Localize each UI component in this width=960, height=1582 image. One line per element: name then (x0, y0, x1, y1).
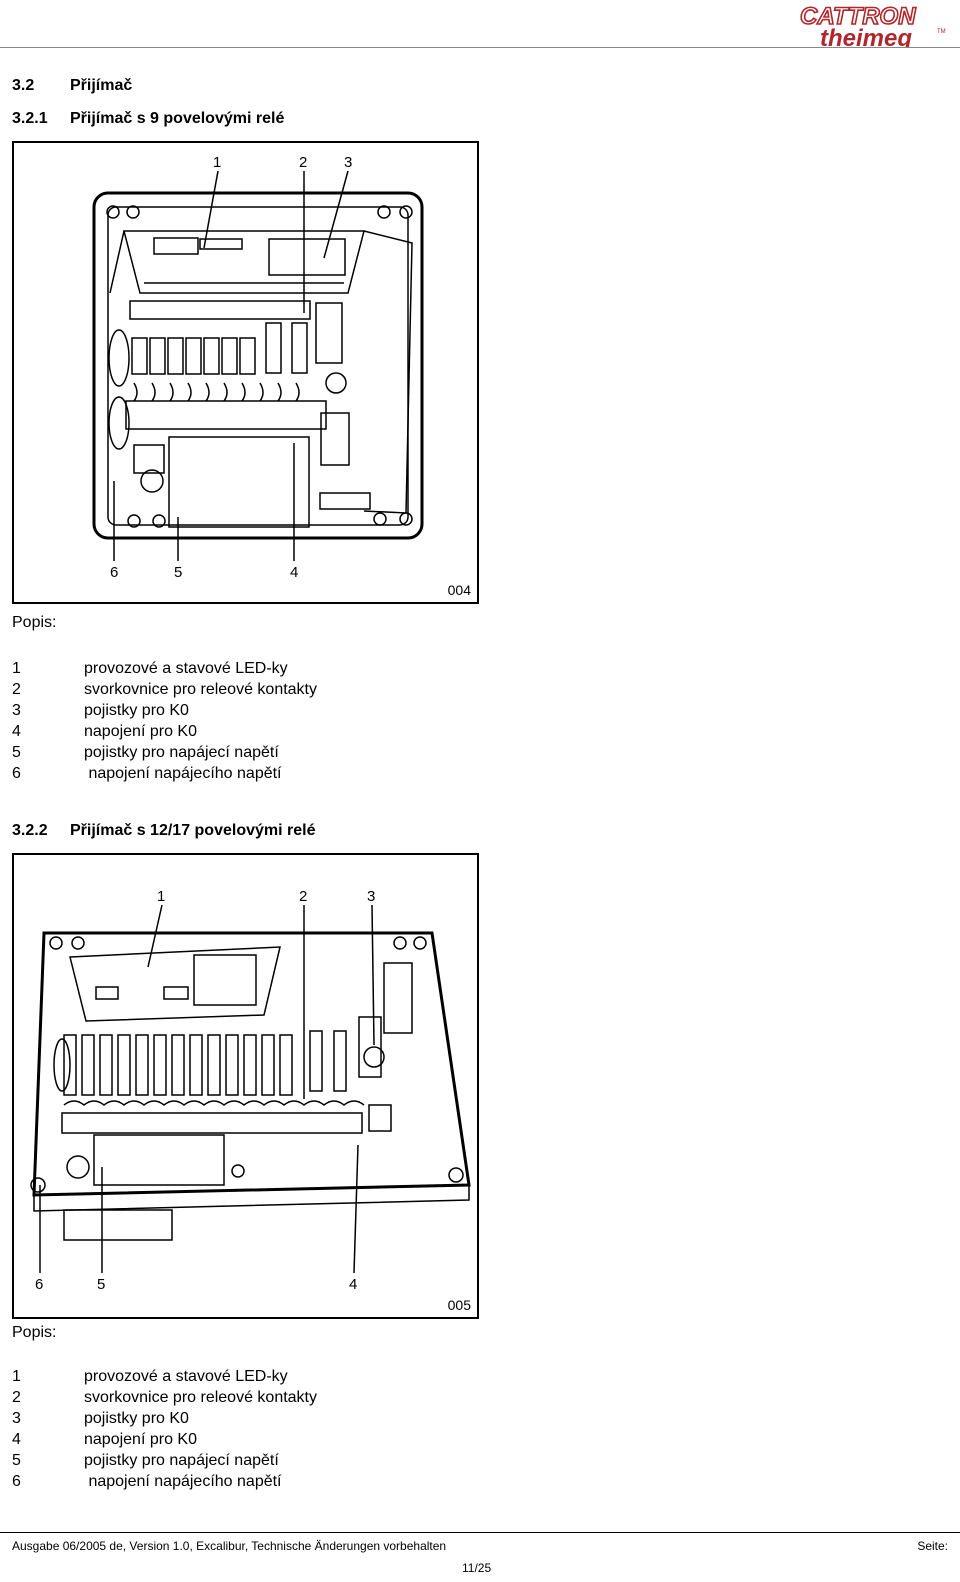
legend-item: 5 pojistky pro napájecí napětí (12, 742, 317, 763)
callout-label-1: 1 (157, 888, 165, 905)
legend-number: 2 (12, 1389, 21, 1406)
legend-number: 4 (12, 723, 21, 740)
callout-label-4: 4 (290, 564, 298, 581)
header-rule (0, 47, 960, 48)
footer-page-number: 11/25 (462, 1561, 492, 1575)
callout-label-2: 2 (299, 154, 307, 171)
footer-rule (0, 1532, 960, 1533)
callout-label-3: 3 (367, 888, 375, 905)
legend-number: 1 (12, 660, 21, 677)
legend-text: pojistky pro K0 (84, 702, 189, 719)
subsection-2-heading: 3.2.2 Přijímač s 12/17 povelovými relé (12, 822, 315, 840)
callout-label-5: 5 (174, 564, 182, 581)
legend-item: 4 napojení pro K0 (12, 1429, 317, 1450)
legend-item: 2 svorkovnice pro releové kontakty (12, 1387, 317, 1408)
legend-number: 2 (12, 681, 21, 698)
legend-number: 5 (12, 744, 21, 761)
legend-text: napojení napájecího napětí (84, 1473, 282, 1490)
legend-text: provozové a stavové LED-ky (84, 660, 288, 677)
section-number: 3.2 (12, 77, 35, 94)
legend-text: pojistky pro napájecí napětí (84, 1452, 279, 1469)
legend-number: 6 (12, 1473, 21, 1490)
section-heading: 3.2 Přijímač (12, 77, 132, 95)
callout-label-3: 3 (344, 154, 352, 171)
subsection-1-title: Přijímač s 9 povelovými relé (70, 110, 285, 127)
legend-text: napojení pro K0 (84, 1431, 197, 1448)
legend-item: 1 provozové a stavové LED-ky (12, 658, 317, 679)
section-title: Přijímač (70, 77, 133, 94)
legend-item: 3 pojistky pro K0 (12, 1408, 317, 1429)
legend-title: Popis: (12, 614, 57, 631)
callout-label-6: 6 (35, 1276, 43, 1293)
legend-list: 1 provozové a stavové LED-ky 2 svorkovnice… (12, 658, 317, 784)
legend-number: 1 (12, 1368, 21, 1385)
legend-text: svorkovnice pro releové kontakty (84, 681, 317, 698)
receiver-9-relay-figure: 1 2 3 6 5 4 004 (12, 141, 479, 604)
callout-label-5: 5 (97, 1276, 105, 1293)
subsection-1-heading: 3.2.1 Přijímač s 9 povelovými relé (12, 110, 284, 128)
logo-tm: TM (937, 29, 946, 35)
callout-label-6: 6 (110, 564, 118, 581)
legend-number: 3 (12, 702, 21, 719)
subsection-2-title: Přijímač s 12/17 povelovými relé (70, 822, 316, 839)
callout-label-2: 2 (299, 888, 307, 905)
footer-page-label: Seite: (917, 1539, 948, 1553)
legend-text: pojistky pro K0 (84, 1410, 189, 1427)
subsection-2-number: 3.2.2 (12, 822, 48, 839)
cattron-theimeg-logo: CATTRON theimeg TM (799, 2, 950, 52)
legend-text: svorkovnice pro releové kontakty (84, 1389, 317, 1406)
legend-number: 5 (12, 1452, 21, 1469)
legend-item: 4 napojení pro K0 (12, 721, 317, 742)
legend-text: napojení napájecího napětí (84, 765, 282, 782)
legend-item: 6 napojení napájecího napětí (12, 1471, 317, 1492)
legend-item: 5 pojistky pro napájecí napětí (12, 1450, 317, 1471)
legend-item: 2 svorkovnice pro releové kontakty (12, 679, 317, 700)
legend-list: 1 provozové a stavové LED-ky 2 svorkovnice… (12, 1366, 317, 1492)
figure-number: 004 (447, 582, 471, 598)
legend-text: napojení pro K0 (84, 723, 197, 740)
receiver-12-17-relay-figure: 1 2 3 6 5 4 005 (12, 853, 479, 1319)
legend-text: provozové a stavové LED-ky (84, 1368, 288, 1385)
logo-bottom-text: theimeg (820, 25, 912, 48)
legend-item: 1 provozové a stavové LED-ky (12, 1366, 317, 1387)
legend-number: 4 (12, 1431, 21, 1448)
callout-label-1: 1 (213, 154, 221, 171)
legend-item: 3 pojistky pro K0 (12, 700, 317, 721)
footer-edition: Ausgabe 06/2005 de, Version 1.0, Excalib… (12, 1539, 447, 1553)
legend-number: 6 (12, 765, 21, 782)
legend-number: 3 (12, 1410, 21, 1427)
legend-item: 6 napojení napájecího napětí (12, 763, 317, 784)
figure-number: 005 (447, 1297, 471, 1313)
legend-title: Popis: (12, 1324, 57, 1341)
subsection-1-number: 3.2.1 (12, 110, 48, 127)
callout-label-4: 4 (349, 1276, 357, 1293)
legend-text: pojistky pro napájecí napětí (84, 744, 279, 761)
logo-top-text: CATTRON (800, 3, 916, 30)
